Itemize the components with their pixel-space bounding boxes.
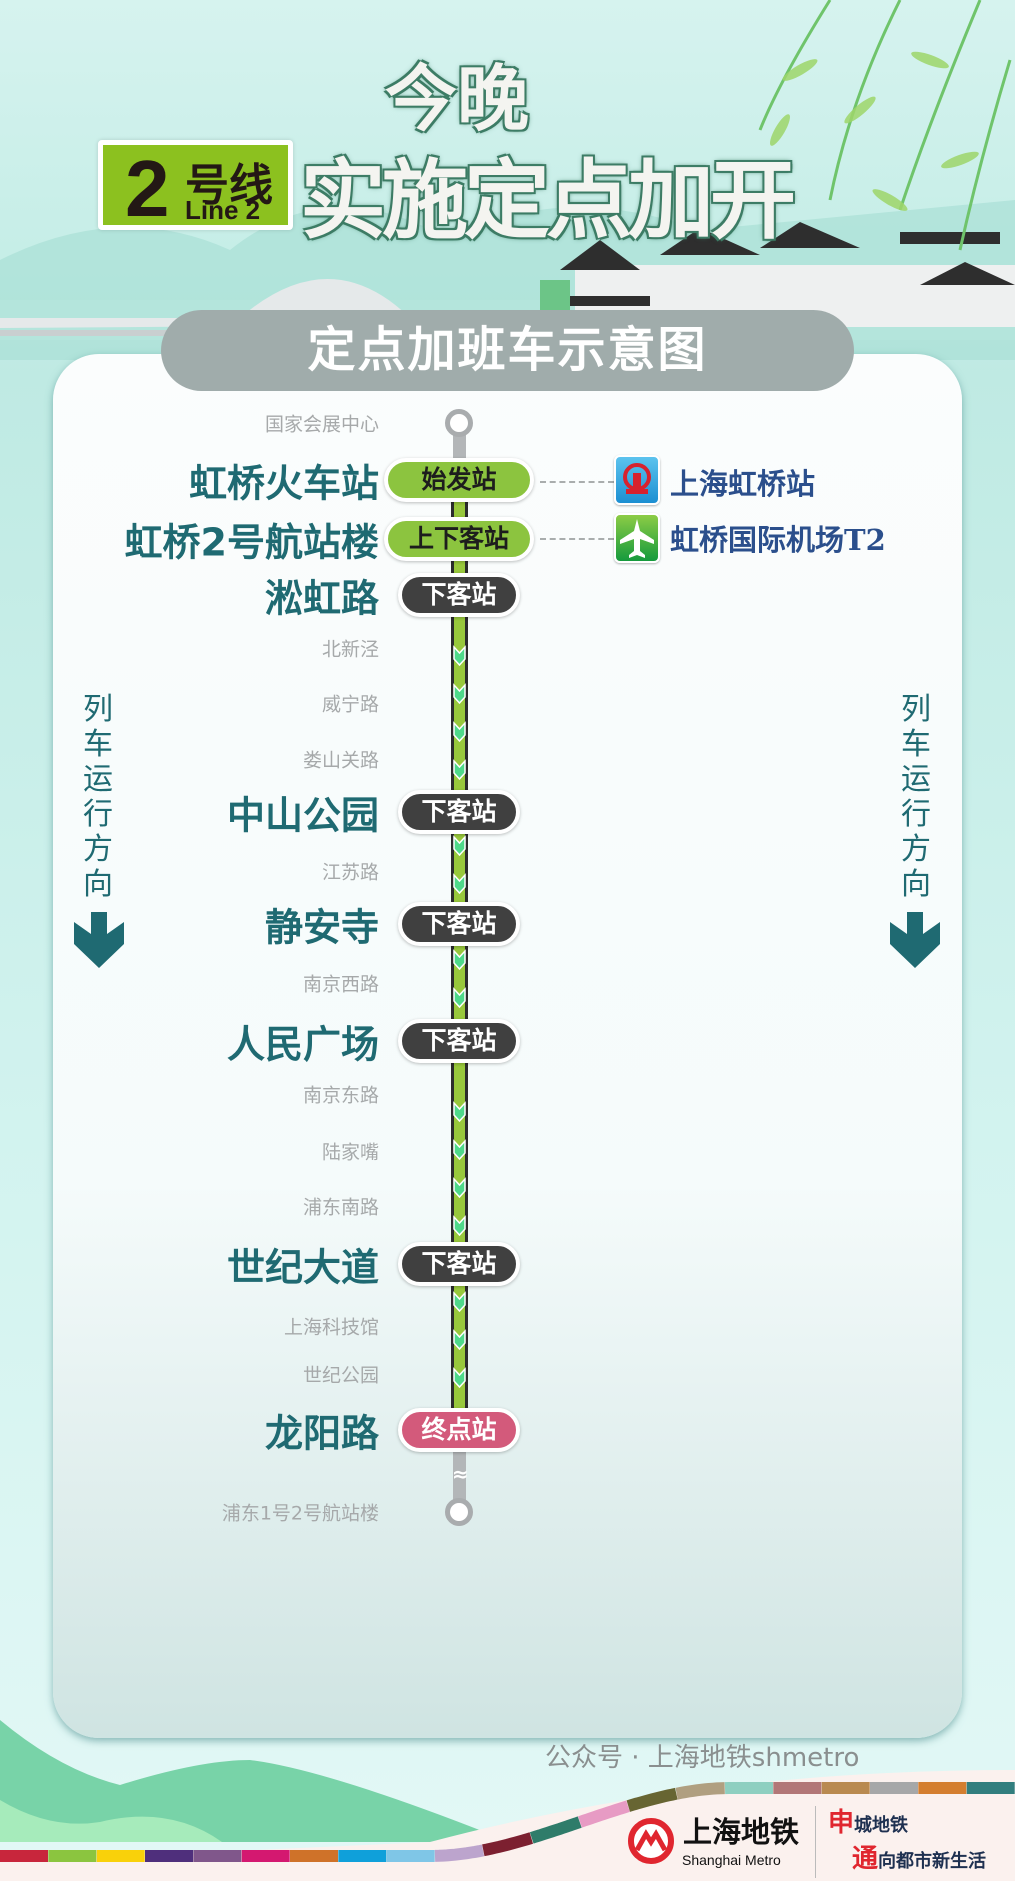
line-number: 2 [125,144,170,233]
station-name[interactable]: 淞虹路 [264,576,379,621]
railway-icon [614,455,660,505]
terminus-circle-icon [445,409,473,437]
transfer-connector [540,538,614,540]
station-name[interactable]: 浦东南路 [302,1196,379,1219]
transfer-railway-label: 上海虹桥站 [670,467,816,501]
transfer-connector [540,481,614,483]
direction-chevron-icon [453,873,466,895]
station-name[interactable]: 江苏路 [321,861,379,884]
station-tag-badge: 下客站 [398,902,520,946]
direction-chevron-icon [453,645,466,667]
slogan-line-1: 申城地铁 [828,1808,908,1841]
station-tag-badge: 下客站 [398,573,520,617]
willow-branches [758,0,1012,251]
station-name[interactable]: 龙阳路 [264,1411,379,1456]
station-name[interactable]: 南京东路 [302,1084,379,1107]
title-line1: 今晚 [385,56,530,141]
direction-chevron-icon [453,1101,466,1123]
slogan-accent: 通 [852,1844,879,1874]
station-name[interactable]: 中山公园 [226,793,379,838]
down-arrow-icon-right [890,912,940,968]
direction-label-left: 列车运行方向 [83,692,113,902]
station-name[interactable]: 威宁路 [321,693,379,716]
station-name[interactable]: 世纪公园 [302,1364,379,1387]
title-line2: 实施定点加开 [300,150,796,251]
station-name[interactable]: 北新泾 [321,638,379,661]
direction-chevron-icon [453,721,466,743]
transfer-airport-label: 虹桥国际机场T2 [670,523,886,557]
slogan-accent: 申 [828,1808,855,1838]
line-cn: 号线 [185,160,273,211]
direction-chevron-icon [453,1215,466,1237]
airplane-icon [614,513,660,563]
shanghai-metro-logo [628,1818,674,1864]
station-tag-badge: 终点站 [398,1408,520,1452]
station-name[interactable]: 虹桥火车站 [188,461,379,506]
direction-chevron-icon [453,683,466,705]
line-extension-bottom [453,1440,466,1506]
station-name[interactable]: 静安寺 [264,905,379,950]
direction-chevron-icon [453,1329,466,1351]
terminus-circle-icon [445,1498,473,1526]
station-tag-badge: 下客站 [398,790,520,834]
station-name[interactable]: 人民广场 [226,1022,379,1067]
direction-chevron-icon [453,1367,466,1389]
station-tag-badge: 始发站 [384,458,534,502]
logo-cn: 上海地铁 [683,1815,800,1849]
logo-en: Shanghai Metro [682,1852,781,1868]
direction-chevron-icon [453,1139,466,1161]
station-tag-badge: 上下客站 [384,517,534,561]
station-name[interactable]: 南京西路 [302,973,379,996]
station-tag-badge: 下客站 [398,1242,520,1286]
station-name[interactable]: 娄山关路 [302,749,379,772]
direction-chevron-icon [453,835,466,857]
station-name[interactable]: 国家会展中心 [264,413,379,436]
direction-chevron-icon [453,1177,466,1199]
slogan-text: 城地铁 [854,1815,909,1836]
watermark: 公众号 · 上海地铁shmetro [545,1743,860,1773]
direction-label-right: 列车运行方向 [901,692,931,902]
station-name[interactable]: 虹桥2号航站楼 [124,520,379,565]
down-arrow-icon-left [74,912,124,968]
station-name[interactable]: 上海科技馆 [283,1316,379,1339]
slogan-line-2: 通向都市新生活 [852,1844,986,1877]
break-mark-icon: ≈ [452,1462,469,1486]
direction-chevron-icon [453,949,466,971]
line-2-badge: 2 号线 Line 2 [98,140,293,233]
direction-chevron-icon [453,987,466,1009]
station-tag-badge: 下客站 [398,1019,520,1063]
diagram-title-banner: 定点加班车示意图 [161,310,854,391]
slogan-text: 向都市新生活 [878,1851,987,1872]
line-en: Line 2 [185,195,261,225]
direction-chevron-icon [453,1291,466,1313]
station-name[interactable]: 世纪大道 [226,1245,379,1290]
station-name[interactable]: 浦东1号2号航站楼 [221,1502,379,1525]
station-name[interactable]: 陆家嘴 [321,1141,379,1164]
direction-chevron-icon [453,759,466,781]
divider [815,1806,816,1878]
